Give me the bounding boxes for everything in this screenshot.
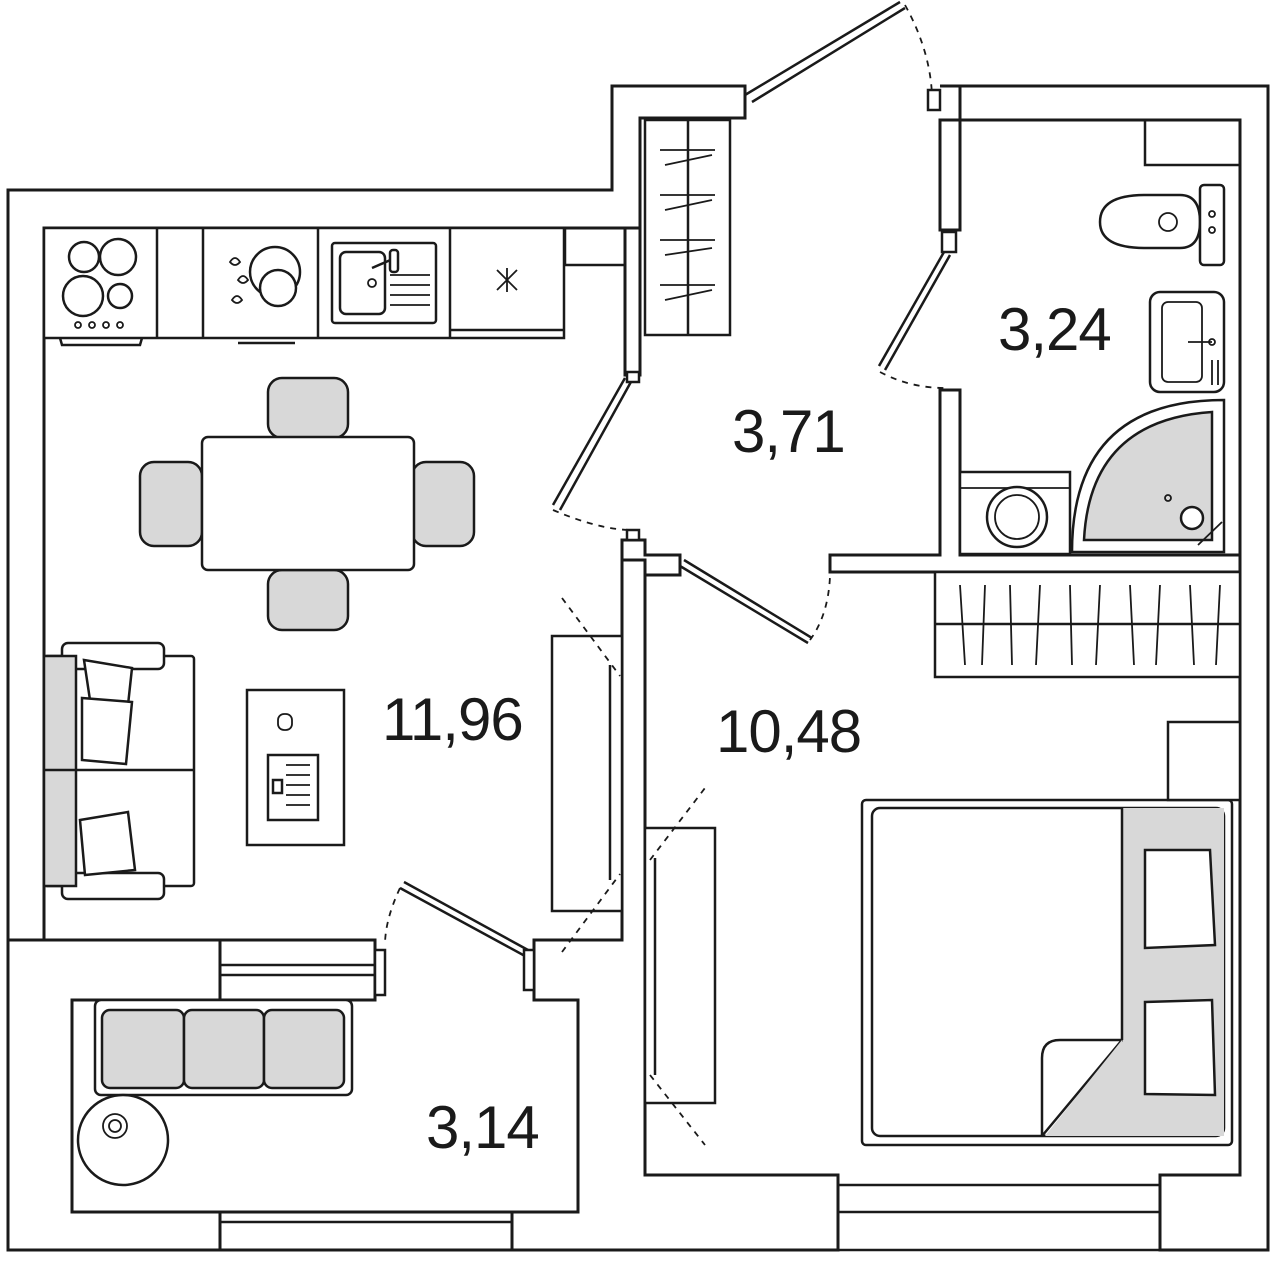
area-label-kitchen-living: 11,96 (382, 686, 523, 753)
wardrobe-bedroom (643, 787, 717, 1146)
desk (245, 688, 346, 847)
sofa (42, 641, 196, 901)
balcony-sofa (76, 998, 354, 1187)
doors (220, 0, 958, 997)
dishwasher-icon (228, 245, 302, 345)
room-labels: 11,96 3,71 3,24 10,48 3,14 (382, 296, 1112, 1161)
hallway-closet (643, 118, 732, 337)
fridge-icon (496, 268, 518, 292)
toilet-icon (1098, 193, 1202, 250)
dining-set (138, 376, 476, 632)
outer-walls (6, 84, 1270, 1252)
kitchen-counter (42, 226, 566, 347)
bedroom-closet (933, 570, 1242, 679)
washbasin-icon (1148, 290, 1226, 394)
bed (860, 798, 1234, 1147)
area-label-hallway: 3,71 (732, 398, 845, 465)
nightstand (1166, 720, 1242, 802)
bathroom-fixtures (958, 120, 1240, 556)
sink-icon (330, 241, 438, 325)
stove-icon (58, 237, 144, 347)
wardrobe-living (550, 597, 624, 953)
area-label-balcony: 3,14 (426, 1094, 539, 1161)
area-label-bedroom: 10,48 (716, 698, 861, 765)
area-label-bathroom: 3,24 (998, 296, 1111, 363)
